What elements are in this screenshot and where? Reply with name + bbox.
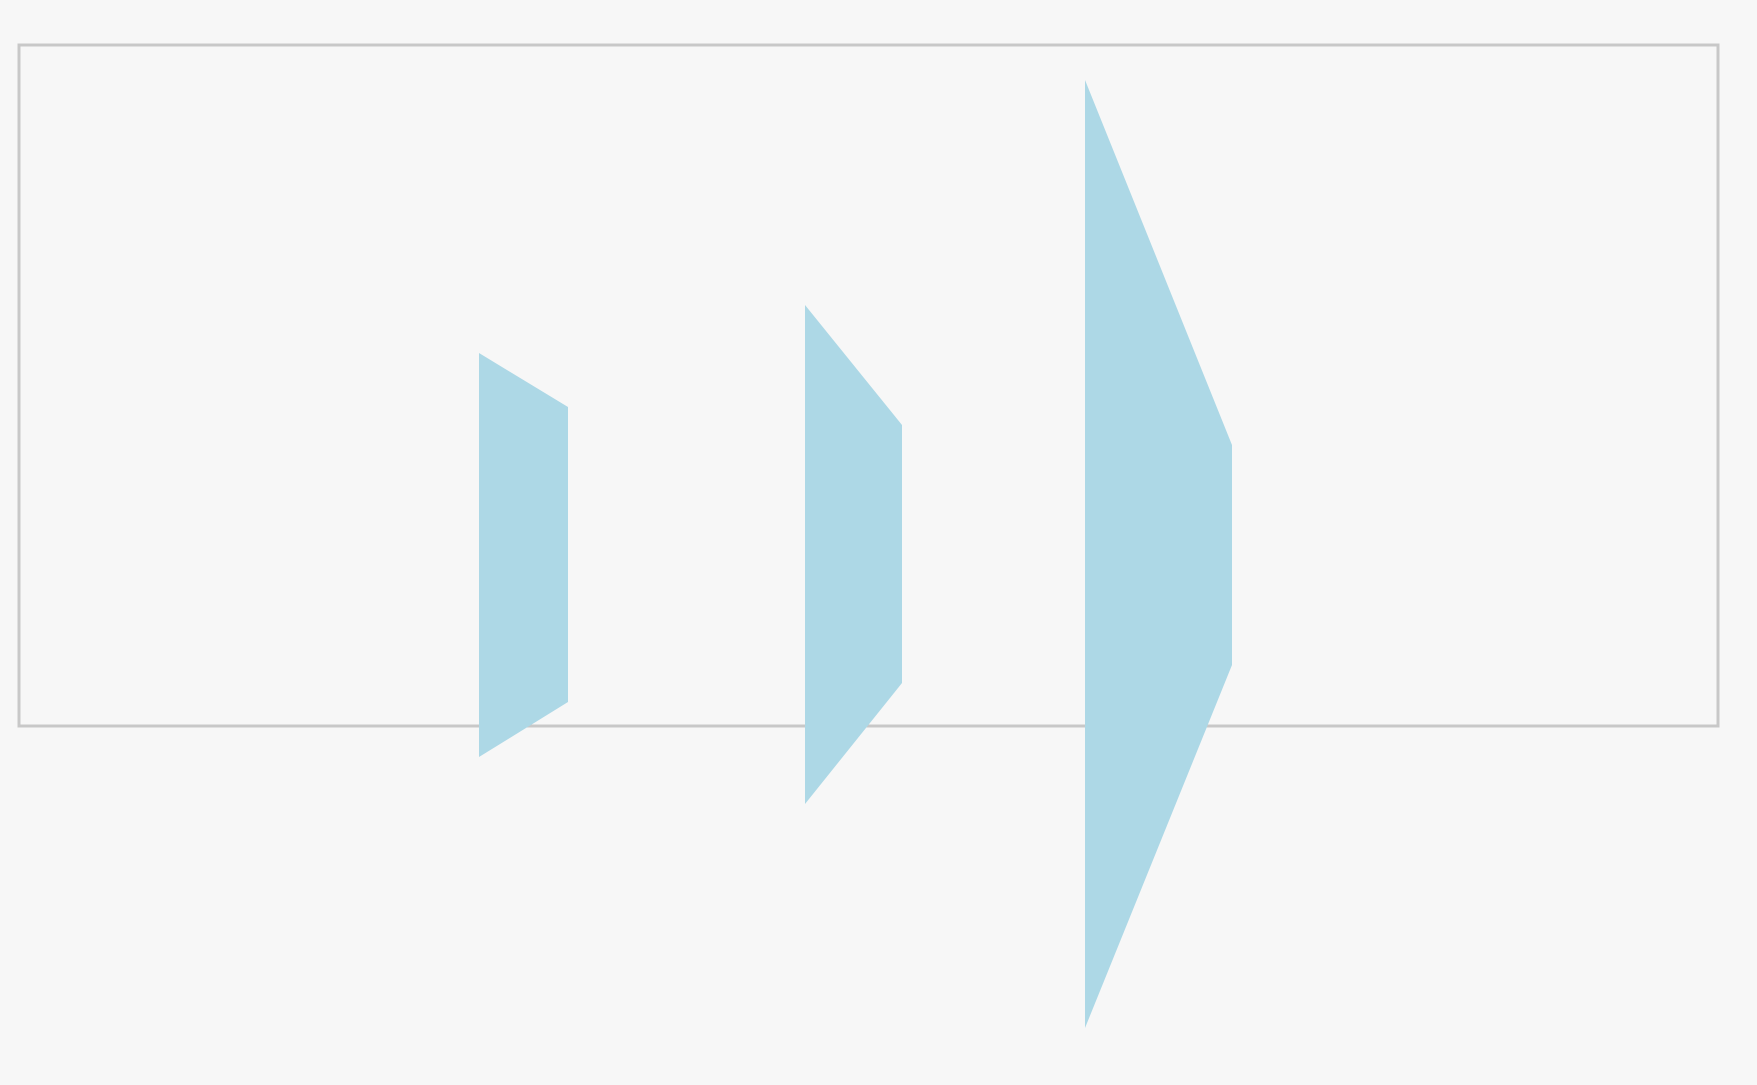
large-right-trapezoid bbox=[1085, 80, 1232, 1028]
bounding-frame bbox=[17, 43, 1720, 728]
medium-middle-trapezoid bbox=[805, 305, 902, 804]
small-left-trapezoid bbox=[479, 353, 568, 757]
